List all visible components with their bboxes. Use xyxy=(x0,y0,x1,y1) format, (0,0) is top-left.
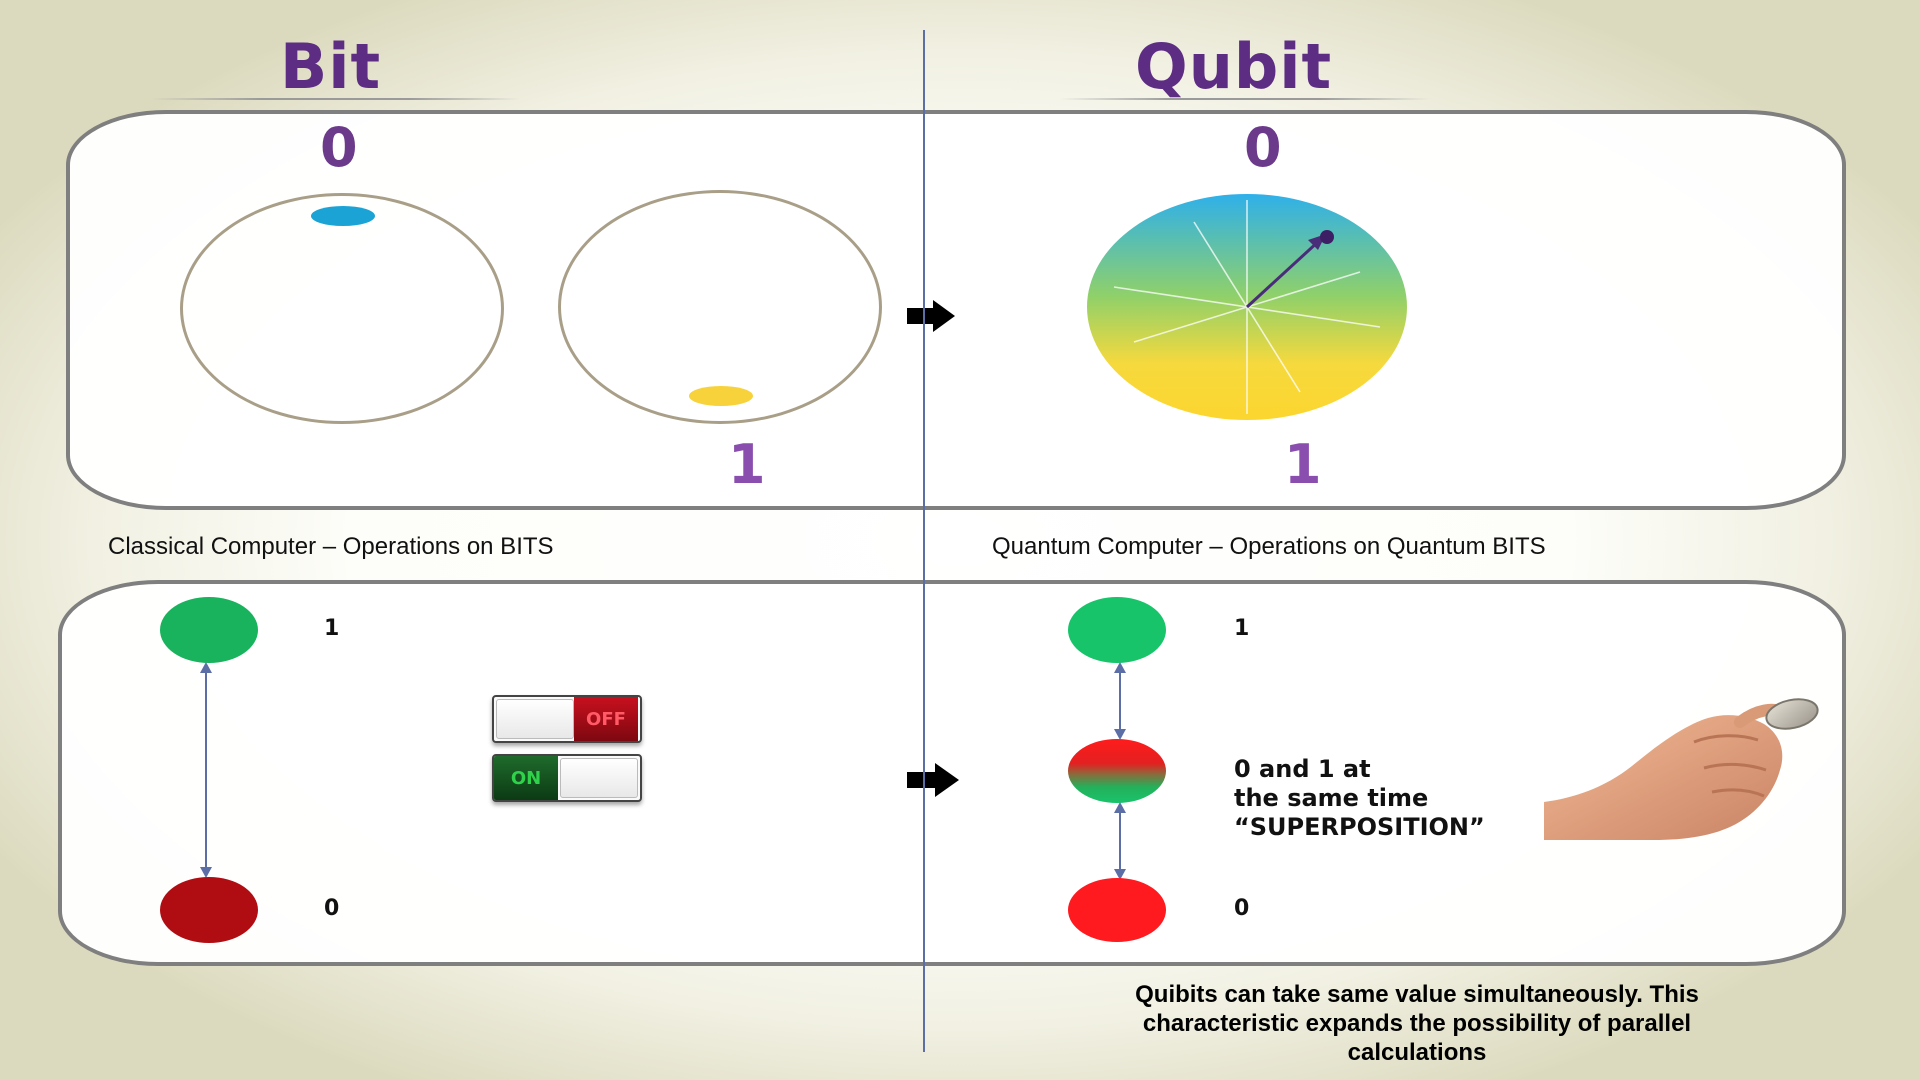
superposition-line: the same time xyxy=(1234,784,1429,812)
bit-state-zero-node xyxy=(160,877,258,943)
qubit-upper-arrow-icon xyxy=(1114,662,1126,740)
quantum-caption: Quantum Computer – Operations on Quantum… xyxy=(992,533,1546,560)
bit-title-rule xyxy=(150,98,520,100)
center-divider xyxy=(923,30,925,1052)
qubit-title-rule xyxy=(1060,98,1430,100)
qubit-one-label: 1 xyxy=(1284,433,1322,496)
toggle-on-label: ON xyxy=(494,756,558,800)
qubit-lower-arrow-icon xyxy=(1114,802,1126,880)
bit-transition-arrow-icon xyxy=(200,662,212,878)
bit-zero-dot xyxy=(311,206,375,226)
coin-flip-hand-icon xyxy=(1544,698,1819,840)
bit-state-zero-circle xyxy=(180,193,504,424)
bit-state-one-node xyxy=(160,597,258,663)
qubit-state-zero-value: 0 xyxy=(1234,896,1250,921)
bit-zero-label: 0 xyxy=(320,116,358,179)
qubit-title: Qubit xyxy=(1135,30,1333,103)
bit-one-dot xyxy=(689,386,753,406)
qubit-state-one-node xyxy=(1068,597,1166,663)
off-toggle-switch[interactable]: OFF xyxy=(492,695,642,743)
superposition-text: 0 and 1 at the same time “SUPERPOSITION” xyxy=(1234,755,1485,842)
footer-note-line: calculations xyxy=(1347,1039,1487,1066)
classical-caption: Classical Computer – Operations on BITS xyxy=(108,533,554,560)
bit-state-one-circle xyxy=(558,190,882,424)
bloch-sphere-icon xyxy=(1087,194,1407,420)
right-arrow-icon xyxy=(907,300,955,332)
right-arrow-icon xyxy=(907,763,959,797)
on-toggle-switch[interactable]: ON xyxy=(492,754,642,802)
toggle-knob xyxy=(496,699,574,739)
qubit-zero-label: 0 xyxy=(1244,116,1282,179)
qubit-state-one-value: 1 xyxy=(1234,616,1250,641)
footer-note-line: characteristic expands the possibility o… xyxy=(1142,1010,1692,1037)
bit-state-zero-value: 0 xyxy=(324,896,340,921)
bit-one-label: 1 xyxy=(728,433,766,496)
bottom-panel xyxy=(58,580,1846,966)
qubit-superposition-node xyxy=(1068,739,1166,803)
qubit-state-zero-node xyxy=(1068,878,1166,942)
superposition-line: “SUPERPOSITION” xyxy=(1234,813,1485,841)
bit-title: Bit xyxy=(280,30,382,103)
toggle-off-label: OFF xyxy=(574,697,638,741)
footer-note-line: Quibits can take same value simultaneous… xyxy=(1135,981,1699,1008)
bit-state-one-value: 1 xyxy=(324,616,340,641)
footer-note: Quibits can take same value simultaneous… xyxy=(1040,980,1794,1067)
toggle-knob xyxy=(560,758,638,798)
superposition-line: 0 and 1 at xyxy=(1234,755,1371,783)
